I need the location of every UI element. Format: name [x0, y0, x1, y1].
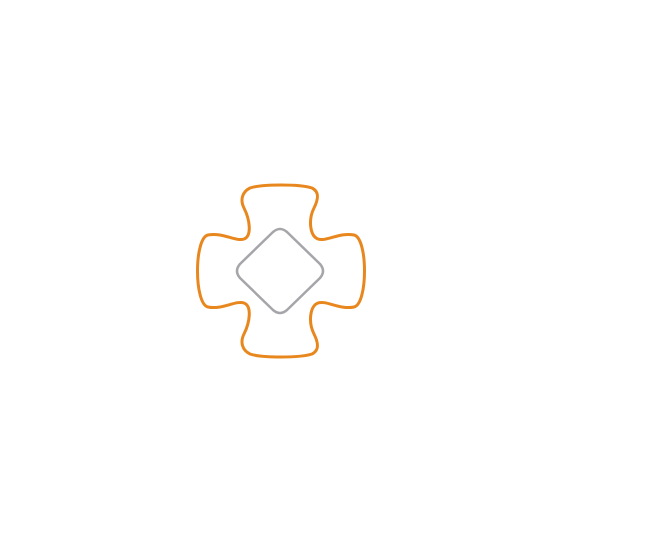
- inner-diamond-outline: [235, 227, 325, 315]
- outer-cross-outline: [196, 183, 366, 359]
